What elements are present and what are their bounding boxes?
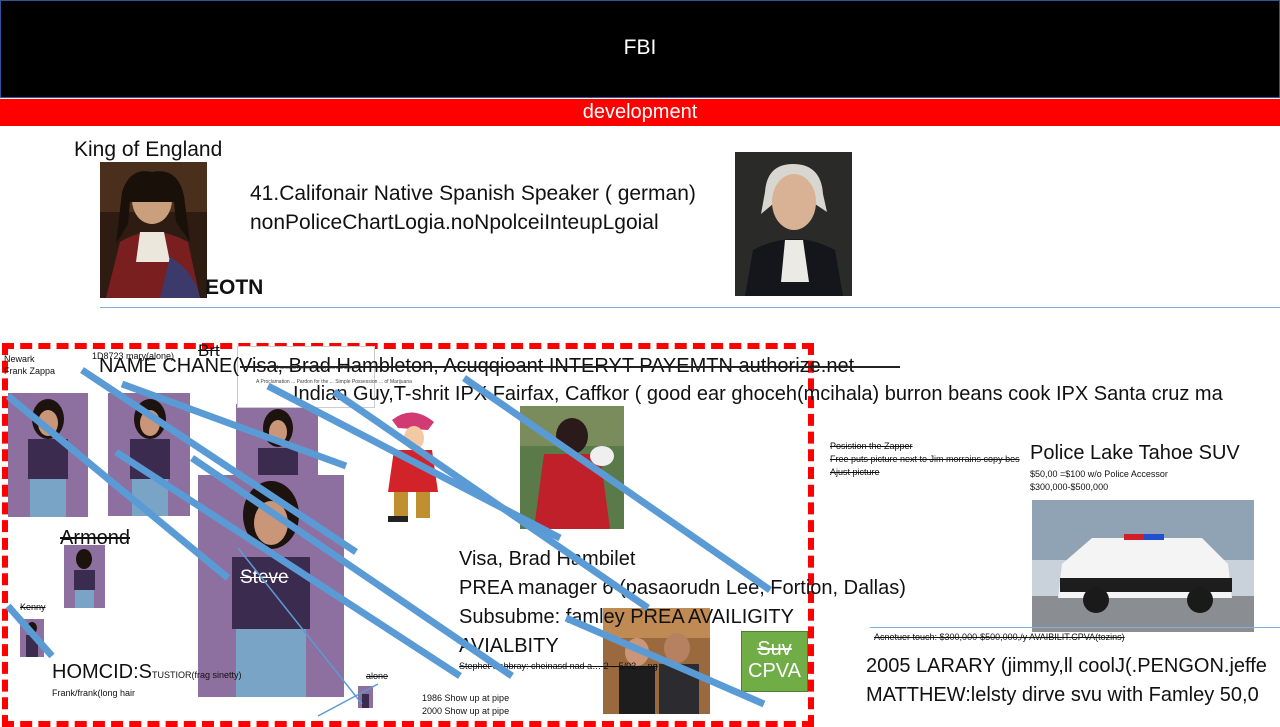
suv-label: Suv — [757, 638, 792, 660]
washington-portrait — [735, 152, 852, 296]
indian-guy-line: Indian Guy,T-shrit IPX Fairfax, Caffkor … — [293, 383, 1223, 405]
subsubme-line: Subsubme: famley PREA AVAILIGITY — [459, 606, 794, 628]
avialbity-line: AVIALBITY — [459, 635, 559, 657]
larary-line: 2005 LARARY (jimmy,ll coolJ(.PENGON.jeff… — [866, 655, 1267, 677]
development-label: development — [582, 101, 698, 123]
page-title: FBI — [623, 36, 657, 59]
name-change-strike — [240, 366, 900, 368]
header-bar — [0, 0, 1280, 98]
id-number-label: 1D8723 mary(alone) — [92, 351, 175, 361]
police-price-2: $300,000-$500,000 — [1030, 482, 1109, 492]
zappa-photo-tiny — [20, 619, 44, 657]
position-zapper-note: Posistion the Zapper — [830, 441, 913, 451]
frank-long-hair-label: Frank/frank(long hair — [52, 688, 136, 698]
visa-brad-line: Visa, Brad Hambilet — [459, 548, 636, 570]
prea-manager-line: PREA manager 6 (pasaorudn Lee, Fortion, … — [459, 577, 906, 599]
show-up-1986: 1986 Show up at pipe — [422, 693, 510, 703]
zappa-photo-1 — [8, 393, 88, 517]
acnetuer-note: Acnetuer touch: $300,000-$500,000,/y AVA… — [874, 632, 1125, 642]
suv-cpva-button[interactable]: Suv CPVA — [741, 631, 808, 692]
police-suv-title: Police Lake Tahoe SUV — [1030, 442, 1240, 464]
show-up-2000: 2000 Show up at pipe — [422, 706, 510, 716]
police-suv-photo — [1032, 500, 1254, 632]
section-divider — [100, 307, 1280, 308]
hook-costume-photo — [520, 406, 624, 529]
stephet-line: Stephet Sabbray: cheinasd nad a… 2 – 5/0… — [459, 661, 658, 671]
newark-label: Newark — [4, 354, 35, 364]
adjust-picture-note: Ajust picture — [830, 467, 880, 477]
armond-label: Armond — [60, 527, 131, 549]
eotn-label: EOTN — [205, 276, 264, 299]
kenny-label: Kenny — [20, 602, 46, 612]
matthew-line: MATTHEW:lelsty dirve svu with Famley 50,… — [866, 684, 1259, 706]
cpva-label: CPVA — [748, 660, 801, 682]
king-portrait — [100, 162, 207, 298]
brt-label: Brt — [198, 341, 220, 360]
frank-zappa-label: Frank Zappa — [4, 366, 56, 376]
washington-portrait-image — [735, 152, 852, 296]
zappa-photo-mini — [358, 686, 373, 708]
king-portrait-image — [100, 162, 207, 298]
zappa-photo-small — [64, 545, 105, 608]
zappa-photo-2 — [108, 393, 190, 516]
alone-label: alone — [366, 671, 389, 681]
steve-label: Steve — [240, 567, 289, 588]
police-price-1: $50,00 =$100 w/o Police Accessor — [1030, 469, 1168, 479]
captain-hook-cartoon — [378, 406, 446, 524]
king-label: King of England — [74, 138, 223, 161]
zappa-photo-3 — [236, 404, 318, 476]
right-divider — [870, 627, 1280, 628]
speaker-line: 41.Califonair Native Spanish Speaker ( g… — [250, 182, 696, 205]
free-puts-note: Free puts picture next to Jim morrains c… — [830, 454, 1020, 464]
chart-logia-line: nonPoliceChartLogia.noNpolceiInteupLgoia… — [250, 211, 659, 234]
homcid-label: HOMCID:STUSTIOR(frag sinetty) — [52, 661, 242, 683]
development-banner — [0, 99, 1280, 126]
